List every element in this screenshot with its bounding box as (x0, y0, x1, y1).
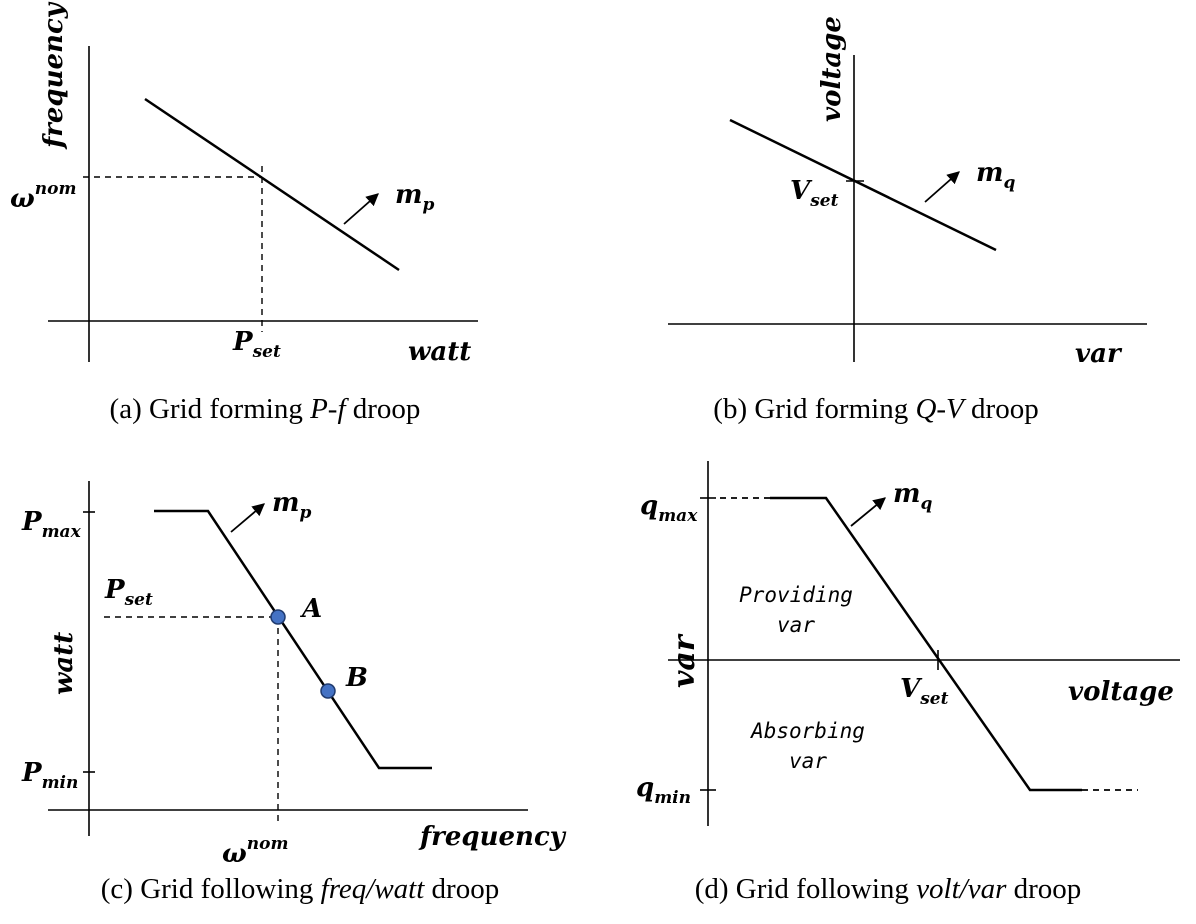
panel-d-x-axis-label: voltage (1068, 677, 1174, 707)
panel-c-pset-label: Pset (104, 575, 153, 610)
panel-b-droop-line (729, 118, 997, 252)
panel-a-slope-label: mp (395, 180, 435, 215)
panel-b-y-axis-label: voltage (817, 16, 847, 122)
panel-b-caption: (b) Grid forming Q-V droop (713, 393, 1038, 425)
panel-b-slope-arrow (924, 171, 960, 203)
panel-c-slope-label: mp (272, 488, 312, 523)
panel-d-slope-label: mq (893, 479, 933, 514)
panel-c-point-a-marker (270, 609, 286, 625)
panel-a-caption: (a) Grid forming P-f droop (110, 393, 421, 425)
panel-a-wnom-label: ωnom (10, 179, 76, 214)
panel-d: var voltage qmax qmin Vset mq Providing … (636, 461, 1180, 905)
panel-d-providing-label-line2: var (777, 613, 815, 637)
panel-c-droop-curve (154, 509, 432, 770)
panel-b-vset-label: Vset (790, 176, 839, 211)
panel-d-absorbing-label-line2: var (789, 749, 827, 773)
panel-a-droop-line (144, 97, 400, 272)
panel-c-point-b-label: B (345, 663, 368, 693)
panel-d-y-axis-label: var (667, 633, 702, 688)
panel-c-wnom-label: ωnom (222, 834, 288, 869)
panel-d-slope-arrow (850, 497, 886, 527)
panel-d-qmax-label: qmax (640, 491, 698, 526)
panel-d-vset-label: Vset (900, 674, 949, 709)
panel-a-y-axis-label: frequency (39, 1, 69, 150)
panel-a-x-axis-label: watt (408, 337, 471, 367)
panel-a: frequency watt ωnom Pset mp (a) Grid for… (10, 1, 478, 425)
panel-c: watt frequency Pmax Pset Pmin ωnom mp A … (21, 481, 567, 905)
panel-c-x-axis-label: frequency (418, 822, 567, 852)
panel-c-point-b-marker (320, 683, 336, 699)
panel-d-caption: (d) Grid following volt/var droop (695, 873, 1082, 905)
panel-d-droop-curve (770, 496, 1082, 792)
panel-c-pmin-label: Pmin (21, 758, 78, 793)
panel-c-pmax-label: Pmax (21, 507, 82, 542)
panel-c-y-axis-label: watt (49, 632, 79, 695)
panel-c-point-a-label: A (299, 594, 322, 624)
panel-d-providing-label: Providing (739, 583, 853, 607)
panel-d-qmin-label: qmin (636, 773, 691, 808)
panel-c-slope-arrow (230, 503, 265, 533)
panel-a-pset-label: Pset (232, 327, 281, 362)
panel-c-caption: (c) Grid following freq/watt droop (101, 873, 499, 905)
panel-b-slope-label: mq (976, 158, 1016, 193)
panel-b: voltage var Vset mq (b) Grid forming Q-V… (668, 16, 1147, 425)
panel-a-slope-arrow (343, 193, 379, 225)
panel-d-absorbing-label: Absorbing (749, 719, 865, 743)
panel-b-x-axis-label: var (1075, 339, 1123, 369)
